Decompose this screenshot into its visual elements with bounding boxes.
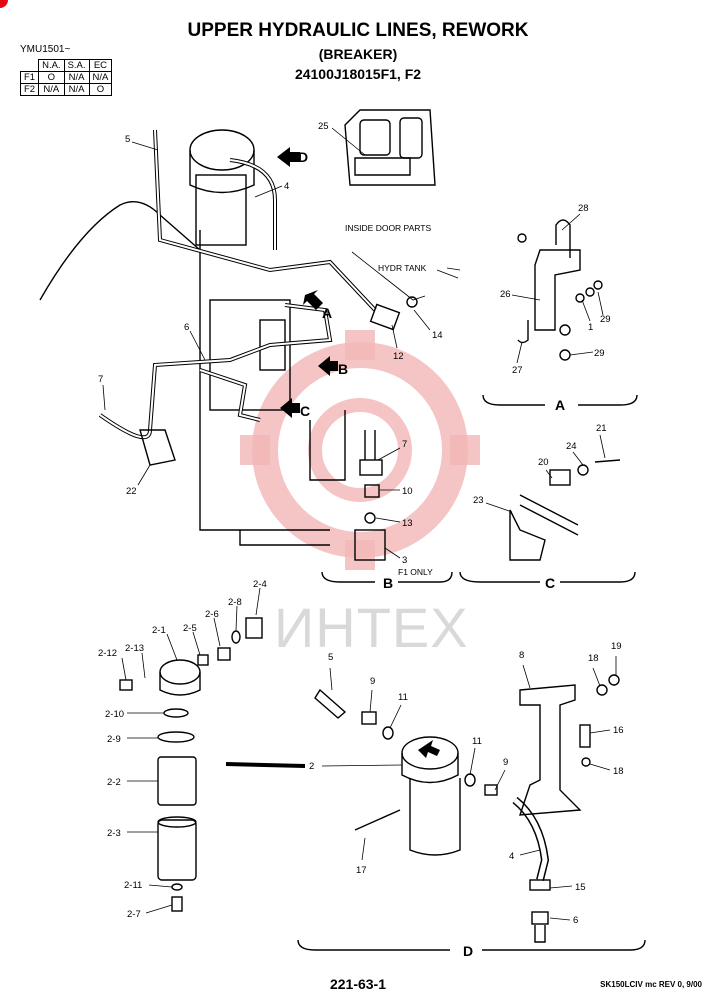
page-number: 221-63-1 [329, 976, 387, 992]
cell: O [88, 83, 113, 96]
callout: 10 [402, 486, 413, 497]
view-caption-c: C [545, 575, 555, 591]
callout: 8 [519, 650, 524, 661]
view-arrows [277, 147, 440, 758]
watermark-gear-teeth [240, 330, 480, 570]
callout: 17 [356, 865, 367, 876]
callout: 2-11 [124, 880, 142, 891]
watermark-gear-icon [252, 342, 468, 558]
callout: 6 [573, 915, 578, 926]
note-f1-only: F1 ONLY [398, 567, 433, 577]
callout: 2-1 [152, 625, 166, 636]
note-inside-door: INSIDE DOOR PARTS [345, 223, 431, 233]
callout: 27 [512, 365, 523, 376]
callout: 2-5 [183, 623, 197, 634]
diagram-notes: INSIDE DOOR PARTS HYDR TANK F1 ONLY [345, 223, 433, 577]
arrow-d-icon [277, 147, 300, 167]
callout: 6 [184, 322, 189, 333]
callout: 2-7 [127, 909, 141, 920]
cell: N/A [38, 83, 65, 96]
view-labels: D A B C A B C D [298, 149, 565, 959]
arrow-a-icon [303, 290, 323, 310]
callout: 19 [611, 641, 622, 652]
table-row: F1 O N/A N/A [19, 71, 113, 84]
callout: 2-13 [125, 643, 144, 654]
callout: 2-3 [107, 828, 121, 839]
view-label-c: C [300, 403, 310, 419]
view-label-a: A [322, 305, 332, 321]
callout: 16 [613, 725, 624, 736]
arrow-c-icon [280, 398, 300, 418]
part-number: 24100J18015F1, F2 [294, 66, 422, 82]
arrow-b-icon [318, 356, 338, 376]
callout: 7 [98, 374, 103, 385]
callout: 2-10 [105, 709, 124, 720]
callout: 5 [328, 652, 333, 663]
revision-note: SK150LCIV mc REV 0, 9/00 [600, 980, 702, 989]
watermark-text: ИНТЕХ [274, 596, 469, 659]
callout: 9 [503, 757, 508, 768]
callout: 18 [588, 653, 599, 664]
callout: 11 [472, 736, 482, 747]
callout: 29 [600, 314, 611, 325]
view-label-d: D [298, 149, 308, 165]
callout: 2-6 [205, 609, 219, 620]
arrow-flow-icon [418, 740, 440, 758]
page-subtitle: (BREAKER) [318, 46, 398, 62]
callout: 2-9 [107, 734, 121, 745]
callout: 20 [538, 457, 549, 468]
applicability-table: N.A. S.A. EC F1 O N/A N/A F2 N/A N/A O [19, 59, 113, 96]
table-row: F2 N/A N/A O [19, 83, 113, 96]
page-title: UPPER HYDRAULIC LINES, REWORK [187, 20, 529, 41]
callout: 23 [473, 495, 484, 506]
callout: 11 [398, 692, 408, 703]
view-caption-a: A [555, 397, 565, 413]
callout: 25 [318, 121, 329, 132]
callout: 24 [566, 441, 577, 452]
callout: 2 [309, 761, 314, 772]
callout: 2-8 [228, 597, 242, 608]
view-caption-b: B [383, 575, 393, 591]
callout: 3 [402, 555, 407, 566]
callout: 29 [594, 348, 605, 359]
callout: 21 [596, 423, 607, 434]
view-label-b: B [338, 361, 348, 377]
model-range: YMU1501~ [20, 44, 71, 55]
callout: 9 [370, 676, 375, 687]
callout: 14 [432, 330, 443, 341]
corner-mark [0, 0, 8, 8]
callout: 2-4 [253, 579, 267, 590]
callout: 7 [402, 439, 407, 450]
callout: 13 [402, 518, 413, 529]
callout: 15 [575, 882, 586, 893]
view-caption-d: D [463, 943, 473, 959]
note-hydr-tank: HYDR TANK [378, 263, 427, 273]
callout: 28 [578, 203, 589, 214]
callout: 2-12 [98, 648, 117, 659]
callout: 12 [393, 351, 404, 362]
callout: 18 [613, 766, 624, 777]
leader-lines [102, 127, 617, 921]
callout: 5 [125, 134, 130, 145]
line-art [39, 109, 646, 951]
callout: 1 [588, 322, 593, 333]
callout: 22 [126, 486, 137, 497]
callout: 2-2 [107, 777, 121, 788]
callout: 4 [509, 851, 514, 862]
cell: N/A [63, 83, 90, 96]
callout-numbers: 5 4 25 6 7 22 12 14 28 26 1 29 29 27 7 1… [98, 121, 624, 926]
callout: 26 [500, 289, 511, 300]
callout: 4 [284, 181, 289, 192]
